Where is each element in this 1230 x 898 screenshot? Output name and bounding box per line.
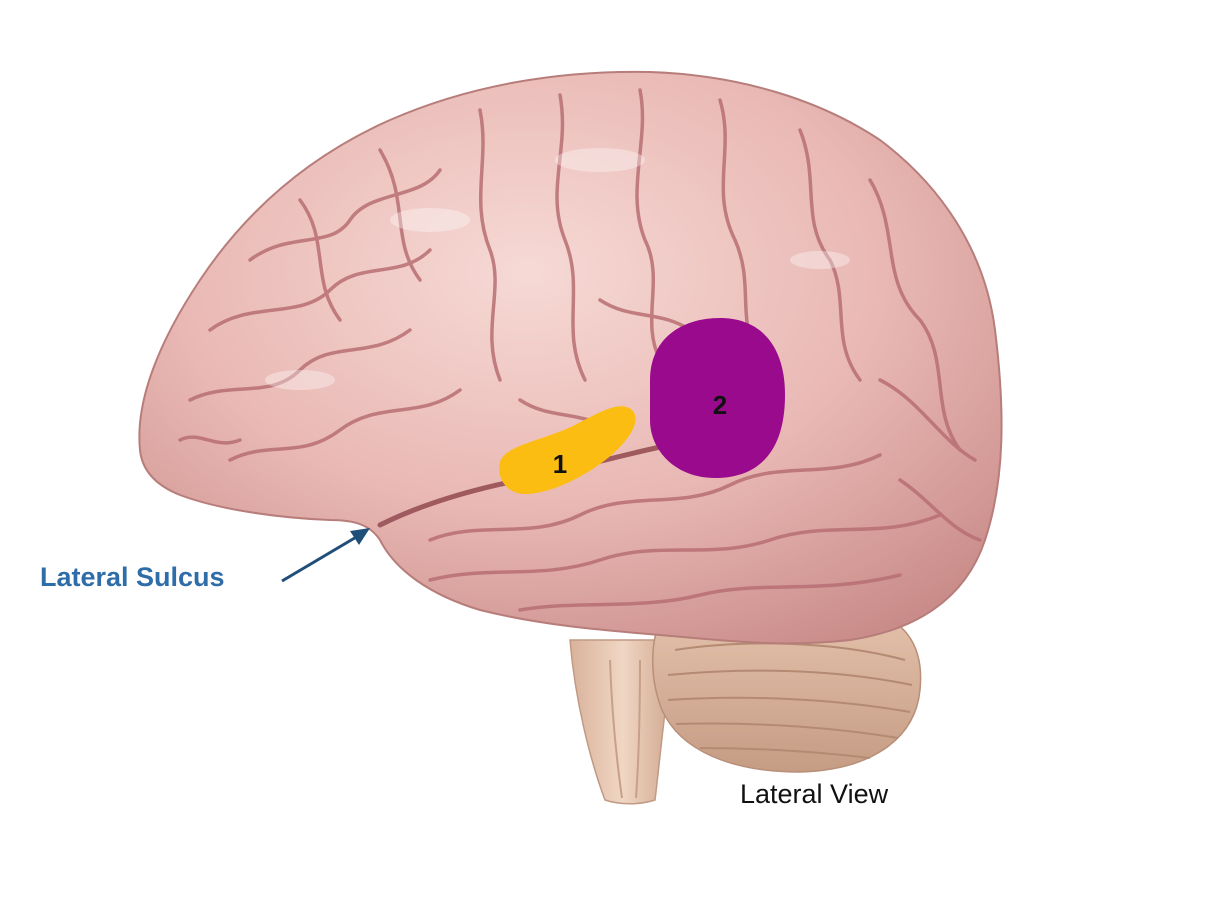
view-label: Lateral View [740,779,889,809]
region-2-number: 2 [713,390,727,420]
cerebellum [652,602,922,773]
lateral-sulcus-arrow [281,528,370,583]
region-1-number: 1 [553,449,567,479]
lateral-sulcus-label: Lateral Sulcus [40,562,225,592]
cerebrum [138,70,1003,645]
region-1-marker: 1 [499,406,636,495]
region-2-marker: 2 [650,318,785,478]
sulci-texture [178,88,982,612]
